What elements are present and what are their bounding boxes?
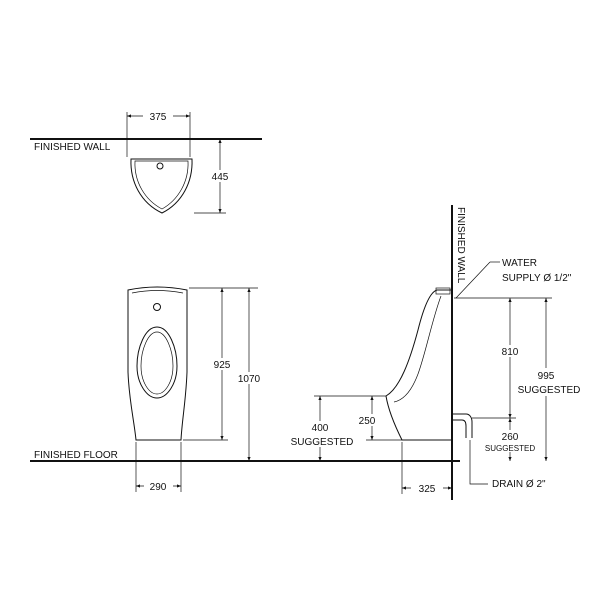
dimension-label-260-suggested: SUGGESTED	[485, 444, 535, 453]
front-view-bowl-inner	[140, 331, 174, 395]
finished-floor-label: FINISHED FLOOR	[34, 450, 118, 461]
front-view-body-outline	[127, 286, 188, 441]
label-bg	[230, 372, 268, 384]
finished-wall-label-side: FINISHED WALL	[455, 207, 466, 284]
dimension-label-445: 445	[212, 172, 229, 183]
dimension-label-400: 400	[312, 423, 329, 434]
top-view-supply-hole	[156, 162, 164, 170]
label-bg	[205, 358, 239, 370]
dimension-label-1070: 1070	[238, 374, 261, 385]
dimension-label-260: 260	[502, 432, 519, 443]
front-view-bowl-opening	[136, 326, 178, 399]
dimension-label-290: 290	[150, 482, 167, 493]
water-supply-label-line2: SUPPLY Ø 1/2"	[502, 273, 572, 284]
dimension-label-250: 250	[359, 416, 376, 427]
label-bg	[411, 482, 443, 494]
dimension-label-400-suggested: SUGGESTED	[291, 437, 354, 448]
front-view-supply-hole	[153, 303, 161, 311]
side-view-body-inner	[393, 295, 442, 403]
label-bg	[492, 430, 530, 452]
label-bg	[144, 480, 173, 492]
side-view-supply-fitting	[435, 287, 451, 295]
dimension-label-995: 995	[538, 371, 555, 382]
label-bg	[203, 170, 237, 182]
dimension-label-375: 375	[150, 112, 167, 123]
side-view-body-outline	[385, 289, 453, 441]
drain-label: DRAIN Ø 2"	[492, 479, 546, 490]
finished-wall-label-top: FINISHED WALL	[34, 142, 111, 153]
front-view-body-inner	[131, 290, 184, 294]
drain-pipe	[452, 413, 473, 438]
dimension-label-995-suggested: SUGGESTED	[518, 385, 581, 396]
label-bg	[493, 345, 527, 357]
water-supply-leader	[455, 261, 491, 299]
dimension-label-925: 925	[214, 360, 231, 371]
side-view: FINISHED WALL WATER SUPPLY Ø 1/2" DRAIN …	[291, 205, 581, 500]
label-bg	[300, 421, 340, 447]
floor: FINISHED FLOOR	[30, 450, 460, 462]
label-bg	[522, 368, 576, 396]
top-view: FINISHED WALL 375 445	[30, 110, 262, 214]
dimension-label-325: 325	[419, 484, 436, 495]
drain-leader	[469, 440, 488, 485]
top-view-bowl-inner	[134, 160, 189, 210]
water-supply-label-line1: WATER	[502, 258, 537, 269]
top-view-bowl-outline	[130, 158, 193, 214]
label-bg	[143, 110, 173, 122]
front-view: 925 1070 290	[127, 286, 268, 493]
label-bg	[354, 414, 388, 426]
dimension-label-810: 810	[502, 347, 519, 358]
